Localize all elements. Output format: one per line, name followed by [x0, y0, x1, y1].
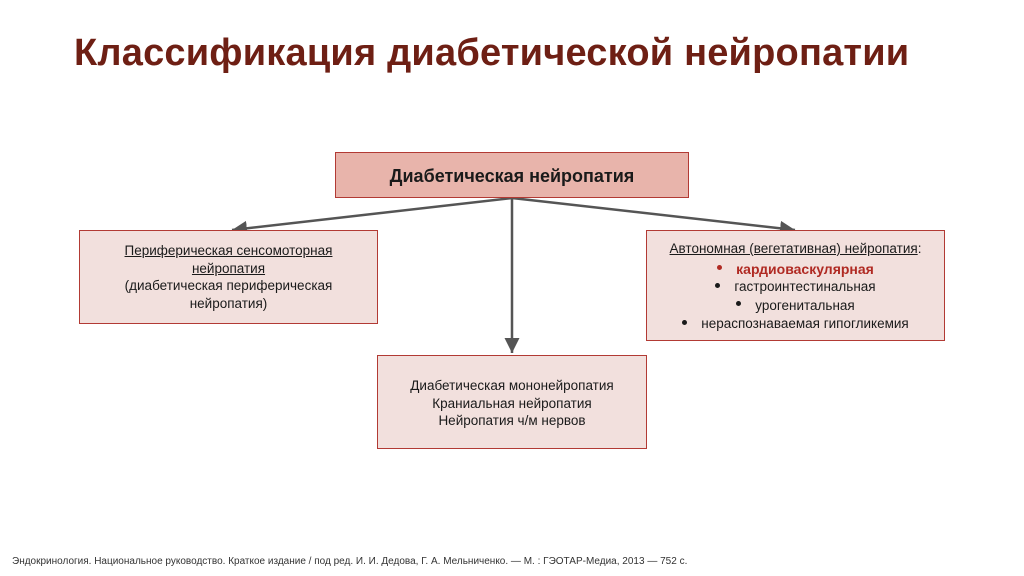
list-item: кардиоваскулярная	[647, 260, 944, 279]
root-node-box: Диабетическая нейропатия	[335, 152, 689, 198]
peripheral-title-line2: нейропатия	[191, 260, 266, 276]
peripheral-neuropathy-box: Периферическая сенсомоторная нейропатия …	[79, 230, 378, 324]
peripheral-subtitle-line1: (диабетическая периферическая	[124, 278, 333, 293]
mononeuropathy-box: Диабетическая мононейропатия Краниальная…	[377, 355, 647, 449]
list-item: урогенитальная	[647, 297, 944, 316]
mononeuropathy-line3: Нейропатия ч/м нервов	[438, 413, 586, 428]
mononeuropathy-line2: Краниальная нейропатия	[432, 395, 592, 411]
bullet-icon	[717, 265, 723, 271]
list-item-label: урогенитальная	[755, 297, 855, 313]
autonomic-neuropathy-box: Автономная (вегетативная) нейропатия: ка…	[646, 230, 945, 341]
autonomic-heading: Автономная (вегетативная) нейропатия	[669, 241, 918, 256]
list-item: нераспознаваемая гипогликемия	[647, 315, 944, 334]
peripheral-subtitle-line2: нейропатия)	[189, 295, 268, 311]
list-item-label: нераспознаваемая гипогликемия	[701, 316, 909, 331]
bullet-icon	[736, 301, 742, 307]
connector-to-left-box	[231, 196, 513, 236]
autonomic-heading-colon: :	[917, 241, 922, 256]
mononeuropathy-line1: Диабетическая мононейропатия	[410, 378, 614, 393]
autonomic-forms-list: кардиоваскулярная гастроинтестинальная у…	[647, 260, 944, 334]
bullet-icon	[715, 282, 721, 288]
source-citation: Эндокринология. Национальное руководство…	[12, 556, 688, 567]
list-item-label: гастроинтестинальная	[734, 279, 876, 294]
root-node-label: Диабетическая нейропатия	[389, 166, 635, 186]
slide-title: Классификация диабетической нейропатии	[74, 32, 910, 74]
list-item: гастроинтестинальная	[647, 278, 944, 297]
bullet-icon	[682, 319, 688, 325]
autonomic-heading-line: Автономная (вегетативная) нейропатия:	[647, 240, 944, 258]
connector-to-right-box	[511, 196, 796, 236]
peripheral-title-line1: Периферическая сенсомоторная	[124, 243, 333, 258]
list-item-label: кардиоваскулярная	[736, 260, 874, 277]
